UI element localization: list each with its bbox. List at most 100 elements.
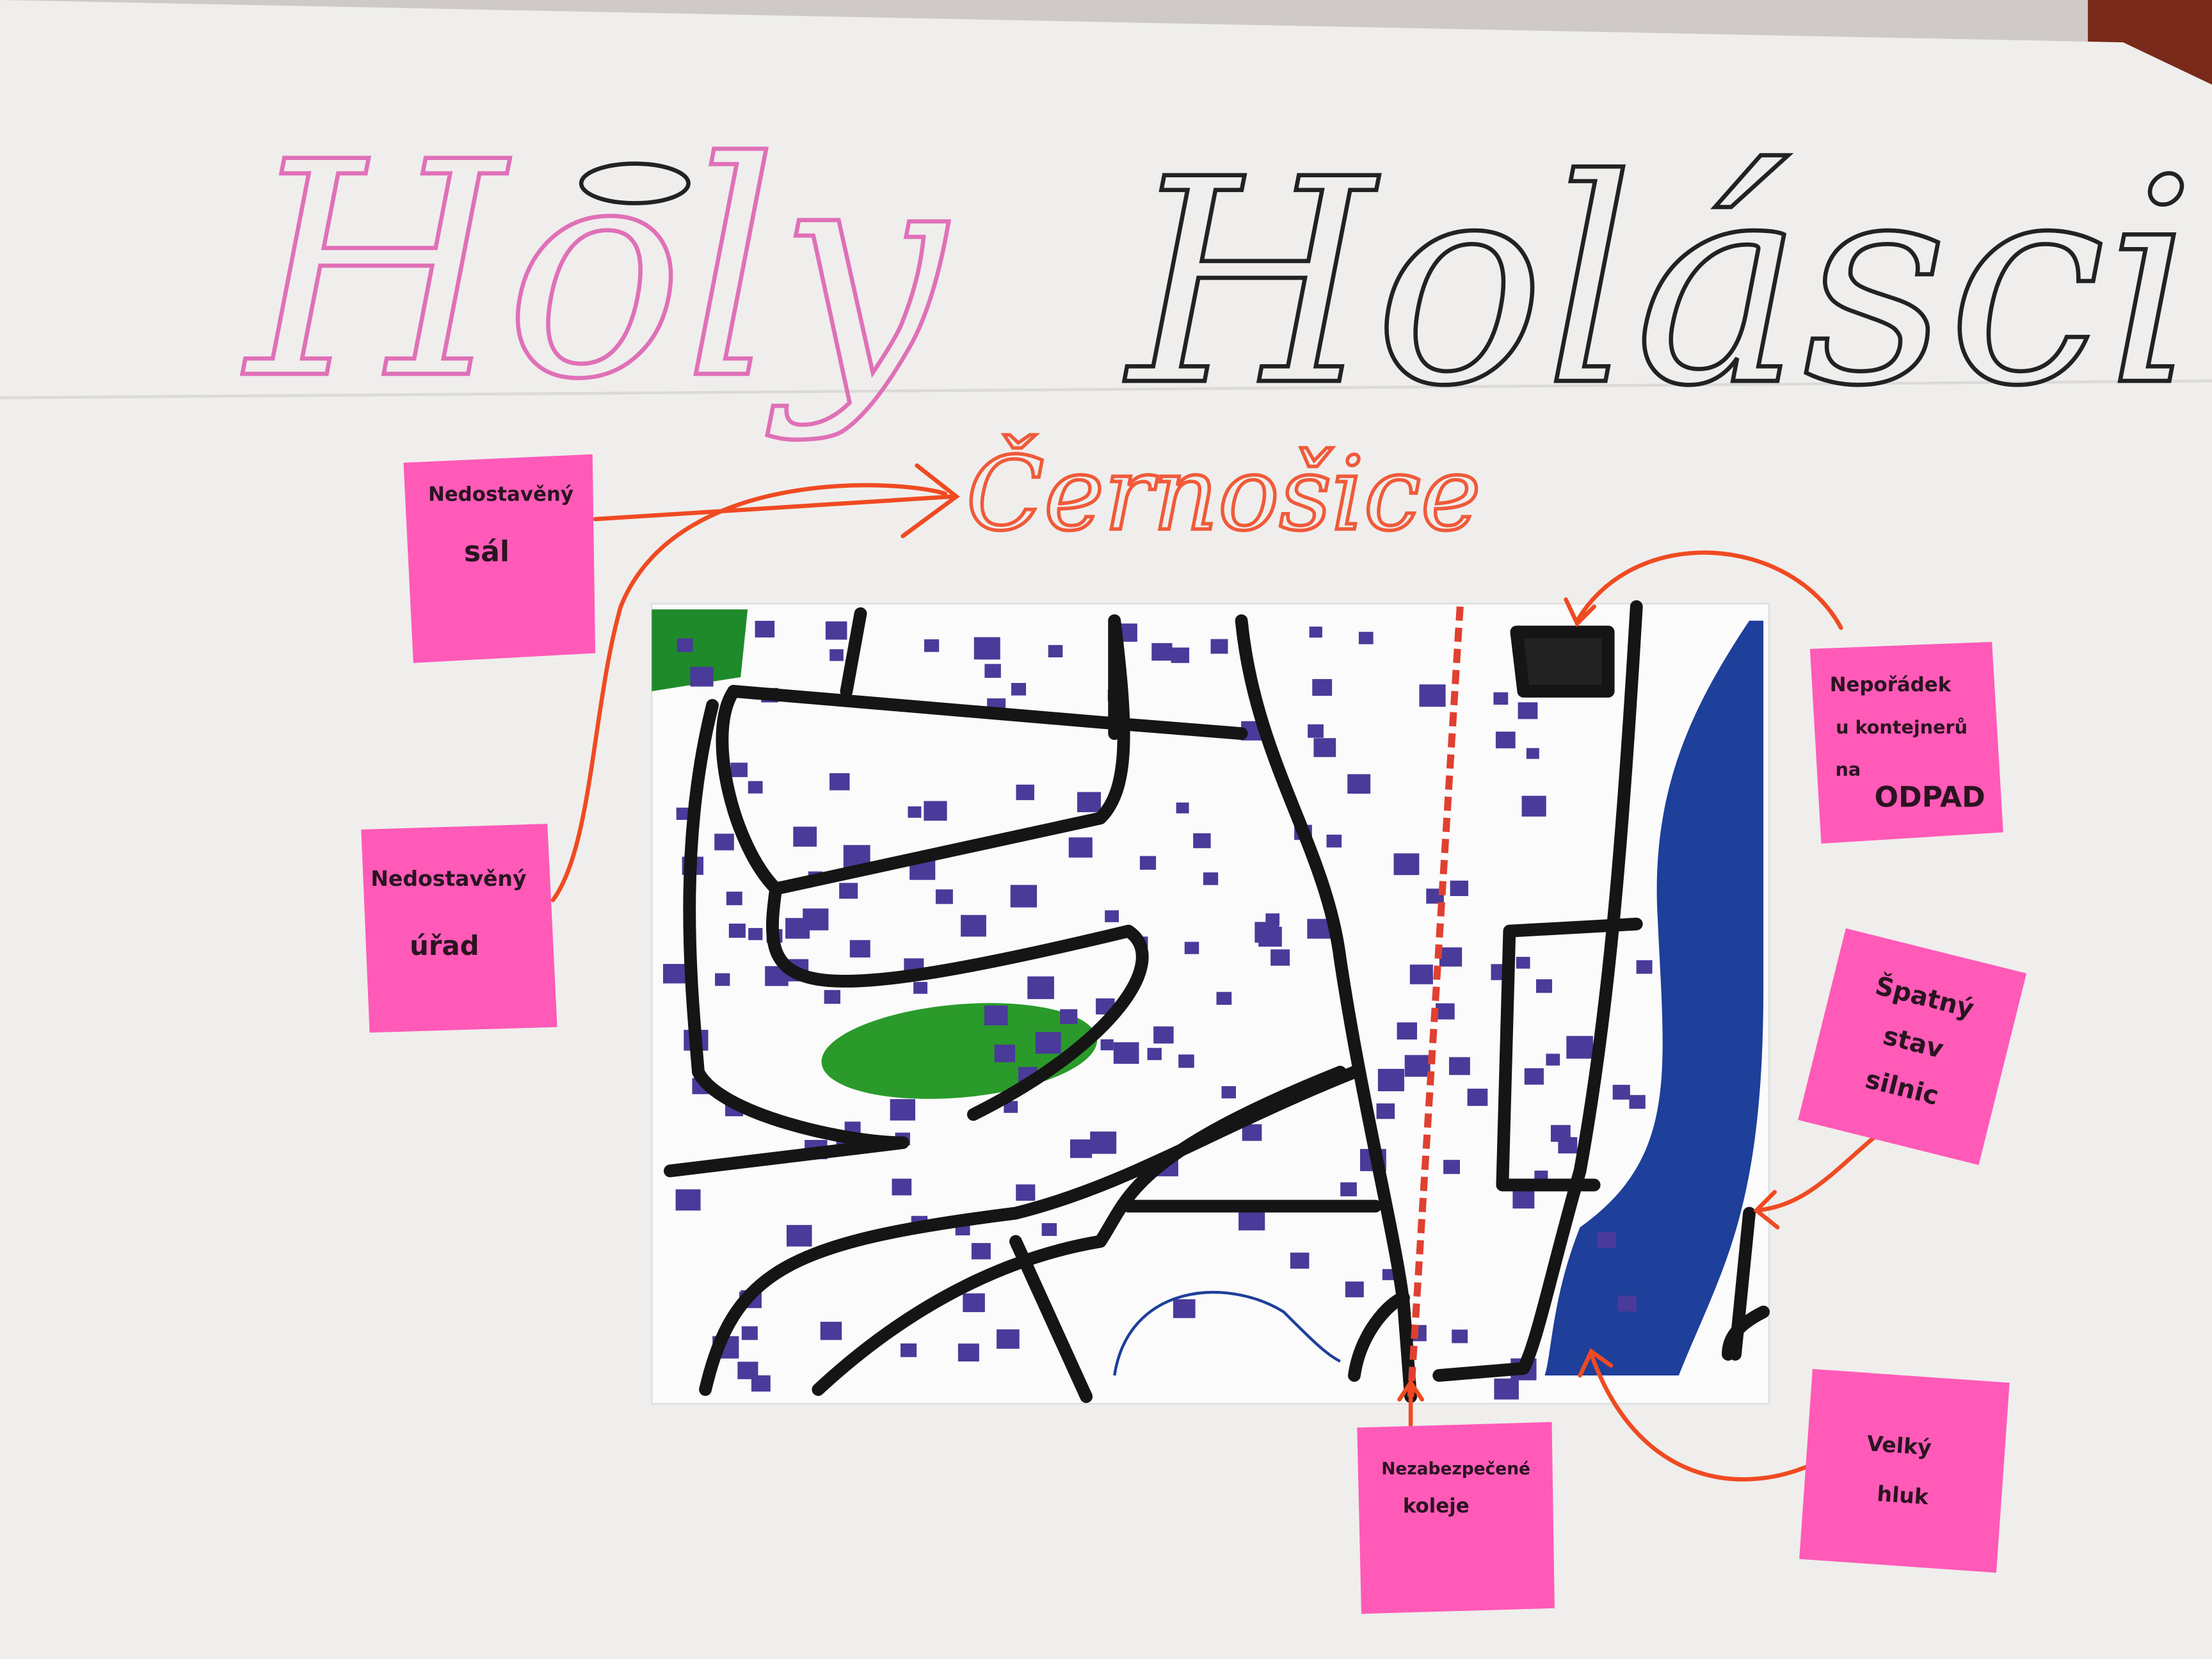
sticky-note: Špatný stav silnic — [1798, 928, 2027, 1166]
house — [830, 649, 844, 661]
house — [1409, 965, 1433, 984]
svg-text:Nedostavěný: Nedostavěný — [371, 866, 526, 891]
house — [1060, 1009, 1078, 1024]
house — [849, 940, 870, 958]
house — [1312, 678, 1333, 696]
house — [1467, 1088, 1488, 1106]
house — [1439, 947, 1463, 967]
title-holy: Holy — [242, 99, 949, 444]
house — [793, 826, 817, 847]
house — [741, 1326, 758, 1340]
house — [1270, 949, 1290, 966]
house — [1193, 833, 1211, 849]
house — [1176, 802, 1189, 813]
house — [1436, 1003, 1455, 1020]
house — [1100, 1039, 1114, 1050]
house — [1516, 956, 1530, 969]
town-name: Černošice — [966, 435, 1481, 554]
house — [1010, 885, 1038, 908]
house — [1345, 1281, 1364, 1297]
house — [1147, 1048, 1162, 1061]
arrow-silnice — [1753, 1133, 1879, 1230]
house — [1153, 1026, 1174, 1044]
house — [1113, 1042, 1139, 1064]
arrows — [550, 463, 1879, 1482]
house — [1105, 910, 1119, 922]
house — [997, 1329, 1020, 1349]
house — [1546, 1054, 1560, 1066]
house — [958, 1343, 979, 1362]
roads — [664, 600, 1770, 1403]
house — [1184, 942, 1199, 954]
house — [994, 1045, 1016, 1062]
house — [1210, 639, 1228, 654]
house — [1566, 1036, 1593, 1059]
house — [1448, 1057, 1470, 1075]
house — [748, 781, 763, 794]
house — [1326, 835, 1342, 848]
house — [1242, 1124, 1262, 1141]
house — [1494, 1378, 1519, 1400]
house — [1617, 1295, 1637, 1311]
svg-text:ODPAD: ODPAD — [1875, 781, 1985, 814]
sticky-note: Velký hluk — [1799, 1368, 2010, 1573]
house — [825, 621, 847, 640]
house — [1535, 979, 1553, 993]
house — [1397, 1022, 1417, 1040]
house — [1016, 1184, 1036, 1201]
house — [1612, 1084, 1630, 1100]
house — [900, 1343, 917, 1358]
house — [1221, 1086, 1236, 1099]
house — [1203, 872, 1219, 885]
house — [676, 807, 691, 820]
house — [1493, 692, 1509, 705]
house — [1358, 632, 1374, 645]
house — [1178, 1054, 1194, 1068]
arrow-odpad — [1564, 550, 1843, 630]
house — [1090, 1131, 1117, 1154]
house — [1521, 796, 1546, 817]
house — [1495, 732, 1516, 749]
house — [1518, 702, 1538, 719]
park-area — [652, 609, 748, 691]
arrow-sal — [593, 463, 960, 538]
house — [1139, 856, 1157, 870]
houses — [662, 620, 1653, 1400]
sticky-note: Nedostavěný úřad — [361, 824, 557, 1033]
house — [677, 638, 693, 652]
house — [1636, 960, 1653, 974]
house — [737, 1361, 758, 1379]
house — [1070, 1139, 1093, 1158]
house — [892, 1178, 912, 1196]
halo-icon — [579, 161, 691, 205]
house — [961, 915, 986, 937]
house — [675, 1189, 701, 1211]
house — [963, 1293, 985, 1313]
house — [1077, 792, 1102, 812]
house — [1048, 645, 1063, 658]
poster-title: Holy Holásci Černošice — [240, 97, 2198, 556]
house — [979, 643, 999, 660]
house — [1041, 1222, 1057, 1237]
house — [1443, 1160, 1460, 1174]
sticky-note: Nepořádek u kontejnerů na ODPAD — [1809, 641, 2003, 844]
house — [786, 1224, 812, 1247]
house — [1382, 1269, 1396, 1281]
house — [924, 639, 940, 652]
house — [662, 964, 686, 984]
house — [1290, 1253, 1310, 1269]
house — [913, 982, 927, 994]
house — [1309, 626, 1322, 638]
house — [1216, 991, 1232, 1005]
house — [1151, 643, 1173, 661]
svg-text:u kontejnerů: u kontejnerů — [1836, 716, 1968, 738]
house — [714, 833, 734, 851]
house — [690, 666, 714, 687]
house — [726, 892, 742, 906]
house — [1016, 784, 1034, 801]
svg-text:sál: sál — [464, 536, 509, 568]
svg-text:Velký: Velký — [1866, 1431, 1932, 1460]
house — [1004, 1101, 1018, 1113]
house — [908, 806, 922, 818]
